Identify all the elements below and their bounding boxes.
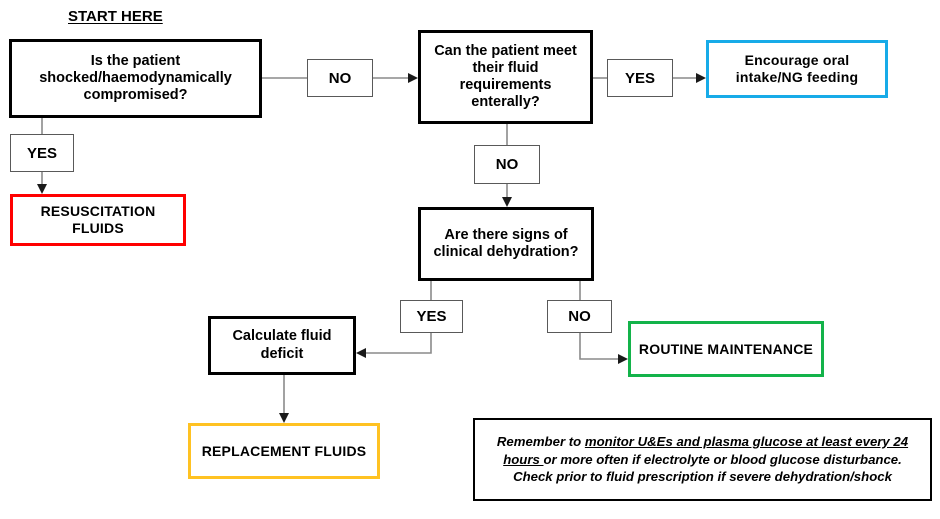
label-dehydration-no[interactable]: NO xyxy=(547,300,612,333)
remember-note-text: Remember to monitor U&Es and plasma gluc… xyxy=(484,433,921,486)
node-replacement-fluids[interactable]: REPLACEMENT FLUIDS xyxy=(188,423,380,479)
note-part-1: Remember to xyxy=(496,433,585,449)
label-enteral-no[interactable]: NO xyxy=(474,145,540,184)
arrowhead-resuscitation xyxy=(37,184,47,194)
remember-note: Remember to monitor U&Es and plasma gluc… xyxy=(473,418,932,501)
label-dehydration-yes[interactable]: YES xyxy=(400,300,463,333)
note-part-2: or more often if electrolyte or blood gl… xyxy=(513,451,902,485)
node-shock-question[interactable]: Is the patient shocked/haemodynamically … xyxy=(9,39,262,118)
label-enteral-yes[interactable]: YES xyxy=(607,59,673,97)
note-underlined: monitor U&Es and plasma glucose at least… xyxy=(503,433,909,467)
label-shock-no[interactable]: NO xyxy=(307,59,373,97)
node-dehydration-question[interactable]: Are there signs of clinical dehydration? xyxy=(418,207,594,281)
arrowhead-enteral xyxy=(408,73,418,83)
arrowhead-replacement xyxy=(279,413,289,423)
arrowhead-oral xyxy=(696,73,706,83)
arrowhead-routine xyxy=(618,354,628,364)
node-enteral-question[interactable]: Can the patient meet their fluid require… xyxy=(418,30,593,124)
node-resuscitation-fluids[interactable]: RESUSCITATION FLUIDS xyxy=(10,194,186,246)
label-shock-yes[interactable]: YES xyxy=(10,134,74,172)
arrowhead-calculate xyxy=(356,348,366,358)
wire-yes-to-calculate xyxy=(360,333,432,354)
node-oral-intake[interactable]: Encourage oral intake/NG feeding xyxy=(706,40,888,98)
start-here-caption: START HERE xyxy=(68,8,163,25)
wire-no-to-routine xyxy=(579,333,624,360)
node-routine-maintenance[interactable]: ROUTINE MAINTENANCE xyxy=(628,321,824,377)
node-calculate-deficit[interactable]: Calculate fluid deficit xyxy=(208,316,356,375)
arrowhead-dehydration xyxy=(502,197,512,207)
